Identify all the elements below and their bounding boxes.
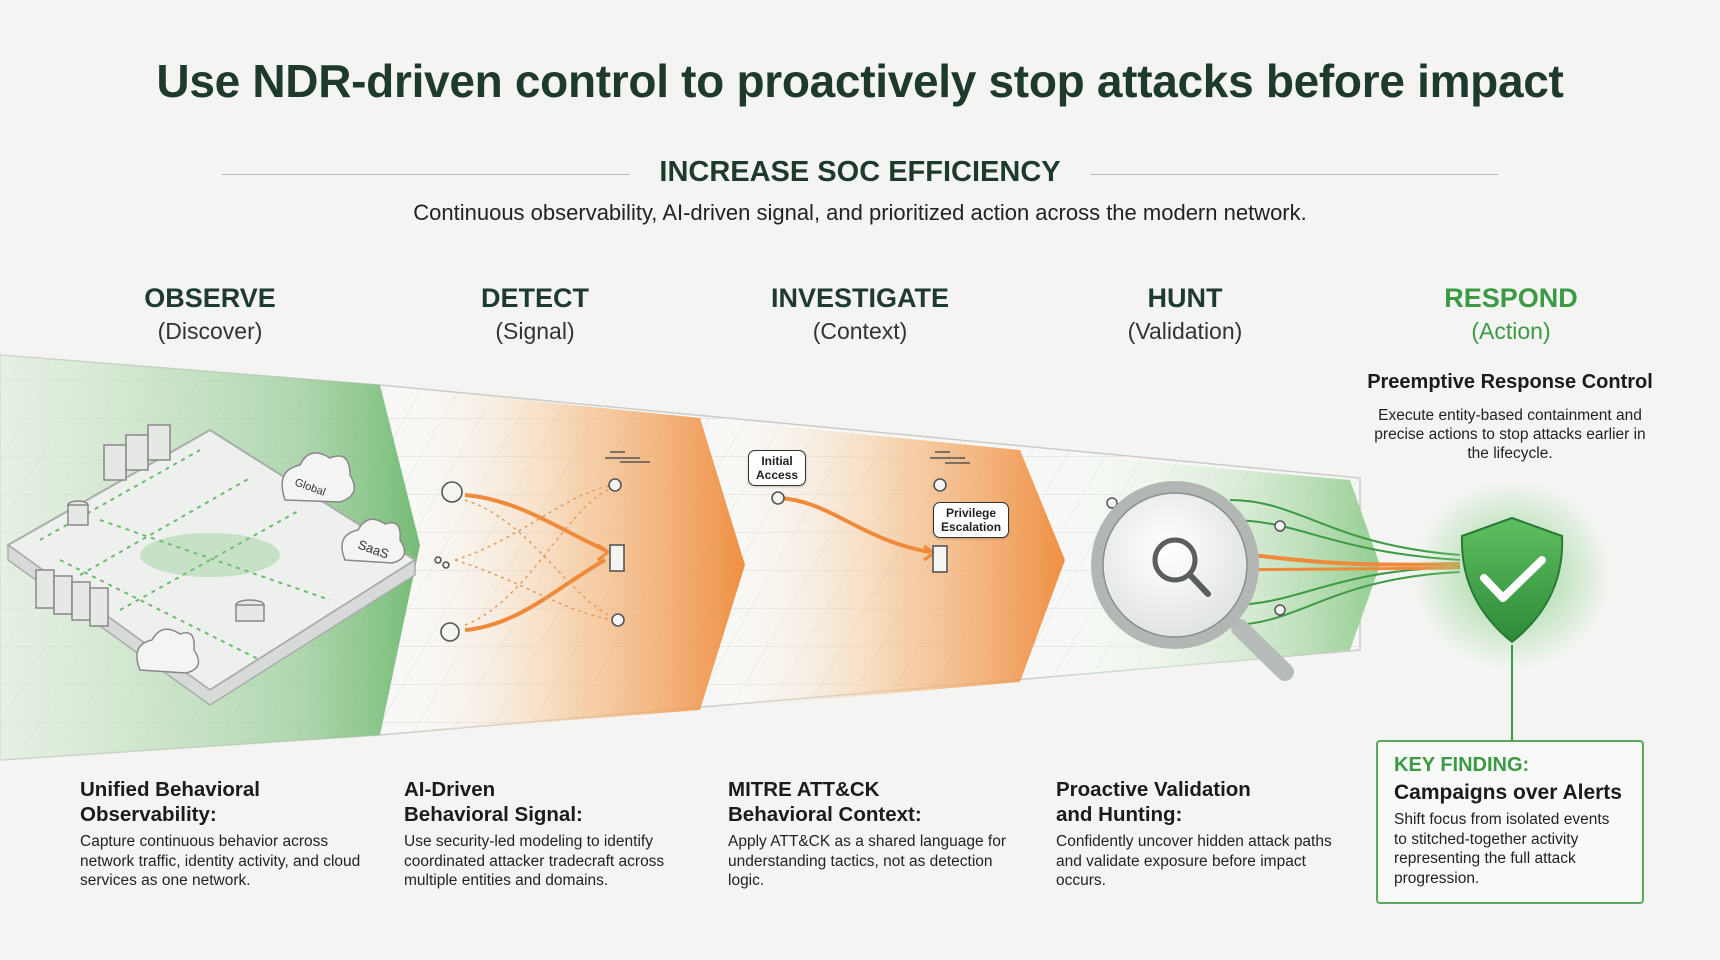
- key-finding-box: KEY FINDING: Campaigns over Alerts Shift…: [1376, 740, 1644, 904]
- column-observe-title: Unified Behavioral Observability:: [80, 778, 260, 826]
- investigate-zone: [700, 418, 1065, 710]
- column-detect: AI-Driven Behavioral Signal: Use securit…: [404, 777, 689, 891]
- shield-check-icon: [1412, 480, 1612, 670]
- column-hunt-title: Proactive Validation and Hunting:: [1056, 778, 1251, 826]
- stage-detect-name: DETECT: [481, 283, 589, 313]
- tagline: Continuous observability, AI-driven sign…: [413, 200, 1307, 225]
- key-finding-title: Campaigns over Alerts: [1394, 781, 1622, 804]
- stage-investigate: INVESTIGATE (Context): [710, 283, 1010, 345]
- network-platform-icon: Global SaaS: [6, 424, 417, 706]
- respond-title: Preemptive Response Control: [1367, 371, 1653, 393]
- column-hunt-body: Confidently uncover hidden attack paths …: [1056, 833, 1332, 889]
- stage-hunt-name: HUNT: [1147, 283, 1223, 313]
- subtitle-rule-right: [1090, 174, 1498, 175]
- stage-detect: DETECT (Signal): [385, 283, 685, 345]
- investigate-entity-icons: [771, 451, 970, 573]
- stage-hunt-sub: (Validation): [1127, 318, 1243, 344]
- initial-access-tag: Initial Access: [748, 450, 807, 486]
- stage-investigate-name: INVESTIGATE: [770, 283, 950, 313]
- column-investigate-title: MITRE ATT&CK Behavioral Context:: [728, 778, 922, 826]
- column-investigate-body: Apply ATT&CK as a shared language for un…: [728, 833, 1007, 889]
- detect-entity-icons: [434, 451, 650, 642]
- detect-zone: [380, 385, 745, 735]
- stage-hunt: HUNT (Validation): [1035, 283, 1335, 345]
- section-subtitle: INCREASE SOC EFFICIENCY: [659, 156, 1061, 188]
- page-title: Use NDR-driven control to proactively st…: [156, 55, 1564, 107]
- column-investigate: MITRE ATT&CK Behavioral Context: Apply A…: [728, 777, 1013, 891]
- key-finding-body: Shift focus from isolated events to stit…: [1394, 811, 1610, 887]
- stage-respond: RESPOND (Action): [1361, 283, 1661, 345]
- stage-detect-sub: (Signal): [495, 318, 575, 344]
- column-detect-title: AI-Driven Behavioral Signal:: [404, 778, 583, 826]
- respond-body: Execute entity-based containment and pre…: [1374, 407, 1646, 462]
- privilege-escalation-tag: Privilege Escalation: [933, 502, 1010, 538]
- respond-description: Preemptive Response Control Execute enti…: [1290, 371, 1720, 463]
- stage-observe: OBSERVE (Discover): [60, 283, 360, 345]
- stage-respond-sub: (Action): [1471, 318, 1551, 344]
- detect-signal-paths: [454, 484, 616, 632]
- stage-observe-name: OBSERVE: [144, 283, 276, 313]
- subtitle-rule-left: [222, 174, 630, 175]
- stage-respond-name: RESPOND: [1444, 283, 1578, 313]
- column-observe-body: Capture continuous behavior across netwo…: [80, 833, 361, 889]
- magnifying-glass-icon: [1091, 481, 1294, 681]
- stage-investigate-sub: (Context): [812, 318, 908, 344]
- column-hunt: Proactive Validation and Hunting: Confid…: [1056, 777, 1341, 891]
- key-finding-label: KEY FINDING:: [1394, 754, 1530, 776]
- column-observe: Unified Behavioral Observability: Captur…: [80, 777, 365, 891]
- column-detect-body: Use security-led modeling to identify co…: [404, 833, 665, 889]
- stage-observe-sub: (Discover): [157, 318, 263, 344]
